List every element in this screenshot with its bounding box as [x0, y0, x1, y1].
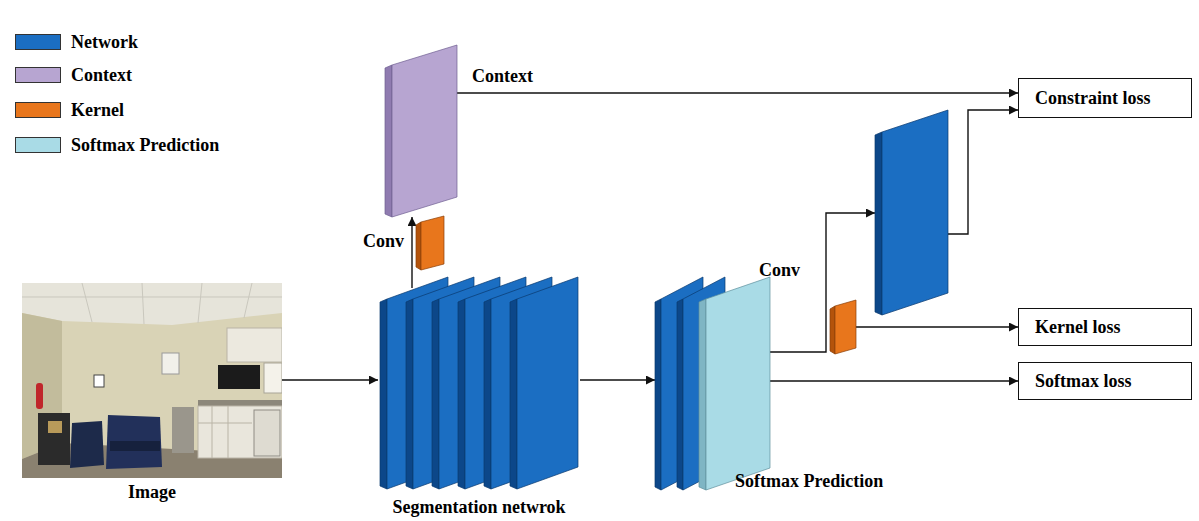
node-label: Segmentation netwrok [392, 497, 565, 518]
cabinet-dark [38, 413, 70, 465]
legend-label: Softmax Prediction [71, 135, 219, 156]
legend-entry: Context [15, 64, 132, 86]
slab-group [416, 216, 444, 270]
legend-label: Kernel [71, 100, 124, 121]
upper-cabinet [227, 328, 282, 362]
loss-label: Constraint loss [1035, 88, 1151, 109]
back-wall [22, 283, 282, 478]
chair [70, 421, 104, 468]
slab-side [380, 299, 387, 489]
connector-arrow [580, 379, 655, 380]
slab-front [517, 277, 578, 489]
connector-arrow [282, 379, 378, 380]
slab-side [416, 222, 421, 270]
conv-kernel: Conv [416, 216, 444, 270]
connector-arrow [411, 217, 412, 288]
image-node: Image [22, 283, 282, 478]
slab-side [406, 299, 413, 489]
slab-side [875, 132, 882, 315]
ceiling-tiles [22, 283, 282, 324]
node-label: Conv [363, 231, 404, 252]
connector-arrow [457, 92, 1018, 93]
dishwasher [254, 410, 280, 456]
fire-extinguisher [36, 383, 43, 409]
node-outline [830, 300, 856, 354]
legend-label: Network [71, 32, 138, 53]
slab-side [830, 306, 835, 354]
cabinet-side [264, 363, 282, 393]
connector-arrow [770, 380, 1018, 381]
node-label: Context [472, 66, 533, 87]
chair-seat [110, 441, 160, 451]
picture [48, 421, 62, 433]
node-outline [385, 45, 457, 217]
slab-side [699, 299, 706, 490]
slab-group [655, 277, 770, 490]
slab-front [706, 277, 770, 490]
loss-box: Softmax loss [1018, 362, 1192, 400]
slab-side [677, 299, 683, 490]
loss-box: Kernel loss [1018, 308, 1192, 346]
loss-label: Softmax loss [1035, 371, 1132, 392]
slab-group [875, 110, 948, 315]
softmax-stack: Softmax Prediction [655, 277, 770, 490]
node-label: Conv [759, 260, 800, 281]
legend-swatch [15, 102, 61, 118]
slab-side [458, 299, 465, 489]
node-outline [875, 110, 948, 315]
segmentation-network: Segmentation netwrok [378, 288, 580, 489]
slab-side [655, 299, 661, 490]
legend-entry: Softmax Prediction [15, 134, 219, 156]
slab-group [830, 300, 856, 354]
context-slab: Context [385, 45, 457, 217]
connector-arrow [856, 326, 1018, 327]
connector-arrow [948, 110, 1018, 234]
slab-side [385, 65, 392, 217]
wall-sign [94, 375, 104, 387]
legend-swatch [15, 67, 61, 83]
node-outline [378, 288, 580, 489]
conv-kernel: Conv [830, 300, 856, 354]
node-outline [655, 277, 770, 490]
legend-entry: Kernel [15, 99, 124, 121]
legend-entry: Network [15, 31, 138, 53]
loss-label: Kernel loss [1035, 317, 1121, 338]
feature-slab [875, 110, 948, 315]
slab-side [432, 299, 439, 489]
loss-box: Constraint loss [1018, 78, 1192, 118]
wall-panel [162, 353, 179, 374]
slab-side [510, 299, 517, 489]
room-photo [22, 283, 282, 478]
connector-arrow [770, 213, 875, 352]
node-label: Softmax Prediction [735, 471, 883, 492]
counter [198, 400, 282, 406]
slab-group [380, 277, 578, 489]
slab-side [484, 299, 491, 489]
slab-front [421, 216, 444, 270]
chair [106, 415, 162, 469]
ceiling [22, 283, 282, 325]
legend-swatch [15, 137, 61, 153]
slab-front [392, 45, 457, 217]
node-label: Image [128, 482, 176, 503]
trash-bin [172, 407, 194, 453]
microwave [218, 365, 260, 389]
node-outline [416, 216, 444, 270]
slab-group [385, 45, 457, 217]
legend-label: Context [71, 65, 132, 86]
slab-front [882, 110, 948, 315]
lower-cabinet [198, 406, 282, 458]
slab-front [835, 300, 856, 354]
legend-swatch [15, 34, 61, 50]
cabinet-doors [198, 406, 252, 458]
